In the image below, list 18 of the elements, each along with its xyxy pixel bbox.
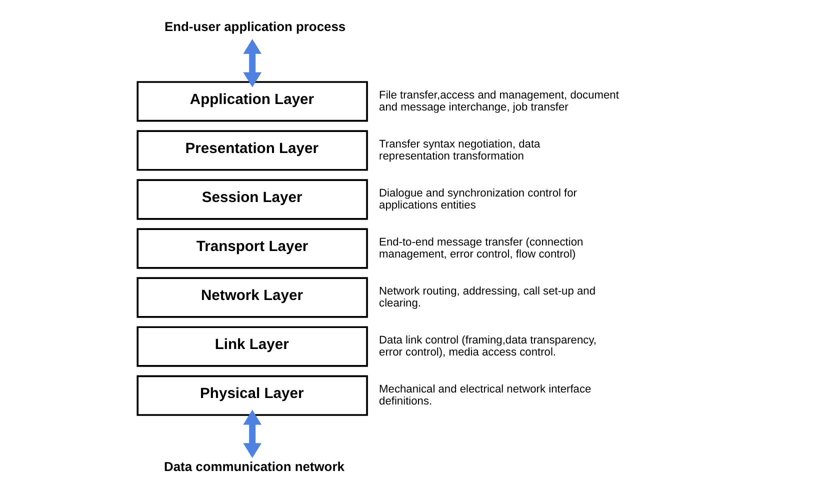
node-label: File transfer,access and management, document and message interchange, job transfer — [379, 89, 619, 114]
node-text: End-user application process — [164, 18, 346, 34]
node-label: Data link control (framing,data transparency, error control), media access control. — [379, 334, 597, 358]
node-box: Link Layer — [136, 326, 368, 367]
arrow — [243, 410, 262, 458]
node-box: Transport Layer — [136, 228, 368, 269]
node-box: Application Layer — [136, 81, 368, 122]
node-text: Data communication network — [164, 459, 344, 474]
node-box: Presentation Layer — [136, 130, 368, 171]
node-label: Network routing, addressing, call set-up and clearing. — [379, 285, 596, 310]
node-label: Transfer syntax negotiation, data representation transformation — [379, 138, 540, 162]
node-box: Physical Layer — [136, 375, 368, 416]
node-label: Mechanical and electrical network interface definitions. — [379, 383, 592, 408]
node-box: Session Layer — [136, 179, 368, 220]
node-box: Network Layer — [136, 277, 368, 318]
node-label: Dialogue and synchronization control for applications entities — [379, 187, 578, 212]
arrow — [243, 38, 262, 88]
node-label: End-to-end message transfer (connection management, error control, flow control) — [379, 236, 584, 260]
